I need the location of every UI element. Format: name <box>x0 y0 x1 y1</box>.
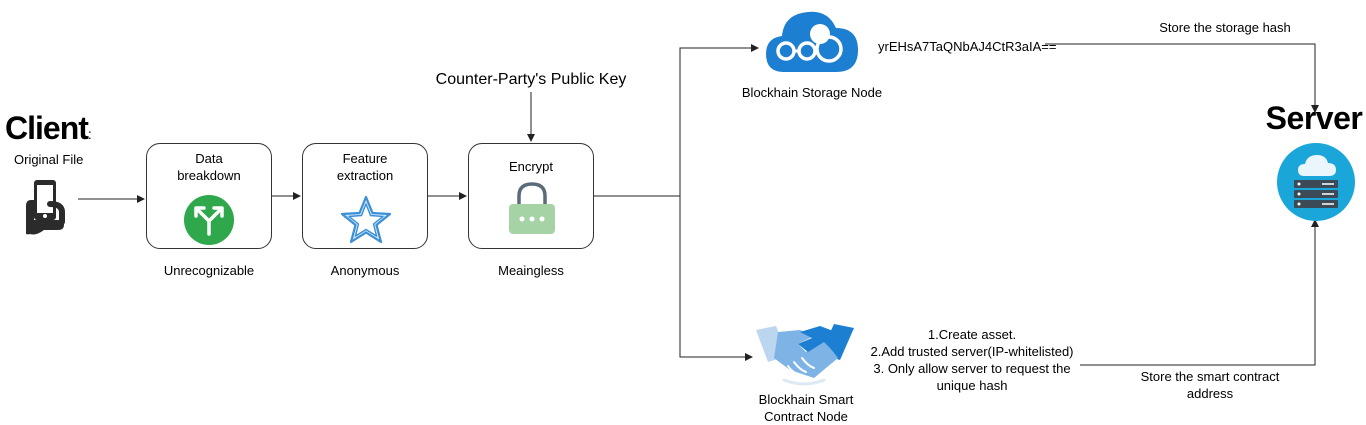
arrow-contract-to-server <box>1080 219 1319 366</box>
client-subtitle: Original File <box>14 152 84 167</box>
encrypt-caption: Meaingless <box>498 263 564 278</box>
hash-value: yrEHsA7TaQNbAJ4CtR3aIA== <box>878 39 1057 54</box>
encrypt-box: Encrypt <box>468 143 594 249</box>
arrow-encrypt-to-storage <box>594 44 759 197</box>
store-contract-label: Store the smart contract address <box>1140 369 1280 401</box>
storage-node-label: Blockhain Storage Node <box>741 85 883 100</box>
contract-step-3: 3. Only allow server to request the <box>873 361 1071 376</box>
arrow-hash-to-server <box>1045 43 1319 113</box>
star-outline-icon <box>339 194 393 251</box>
encrypt-title: Encrypt <box>508 159 554 174</box>
feature-extraction-title: Feature extraction <box>336 151 394 183</box>
cloud-storage-icon <box>762 4 862 81</box>
public-key-label: Counter-Party's Public Key <box>435 71 627 88</box>
client-title-colon: : <box>87 126 92 142</box>
feature-extraction-caption: Anonymous <box>330 263 400 278</box>
contract-step-4: unique hash <box>936 378 1008 393</box>
client-title-text: Client <box>5 110 89 146</box>
feature-extraction-box: Feature extraction <box>302 143 428 249</box>
client-title: Client: <box>5 110 92 147</box>
data-breakdown-title: Data breakdown <box>177 151 241 183</box>
padlock-icon <box>507 178 557 241</box>
contract-steps: 1.Create asset. 2.Add trusted server(IP-… <box>860 326 1084 394</box>
branch-split-icon <box>183 194 235 251</box>
data-breakdown-caption: Unrecognizable <box>163 263 255 278</box>
arrow-encrypt-to-contract <box>679 196 753 361</box>
contract-node-label: Blockhain Smart Contract Node <box>758 392 854 424</box>
handshake-icon <box>754 322 856 393</box>
store-hash-label: Store the storage hash <box>1159 20 1291 35</box>
data-breakdown-box: Data breakdown <box>146 143 272 249</box>
contract-step-1: 1.Create asset. <box>927 327 1017 342</box>
phone-in-hand-icon <box>22 178 70 243</box>
server-title: Server <box>1265 100 1363 136</box>
contract-step-2: 2.Add trusted server(IP-whitelisted) <box>870 344 1074 359</box>
server-cloud-icon <box>1276 142 1356 227</box>
